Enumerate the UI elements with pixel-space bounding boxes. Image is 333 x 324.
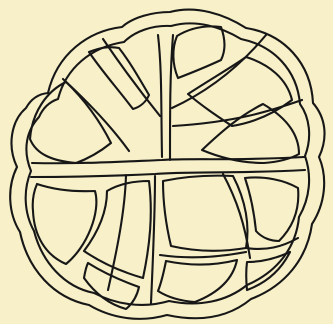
line-drawing-figure (0, 0, 333, 324)
paper-background (0, 0, 333, 324)
cell-outline-svg (0, 0, 333, 324)
